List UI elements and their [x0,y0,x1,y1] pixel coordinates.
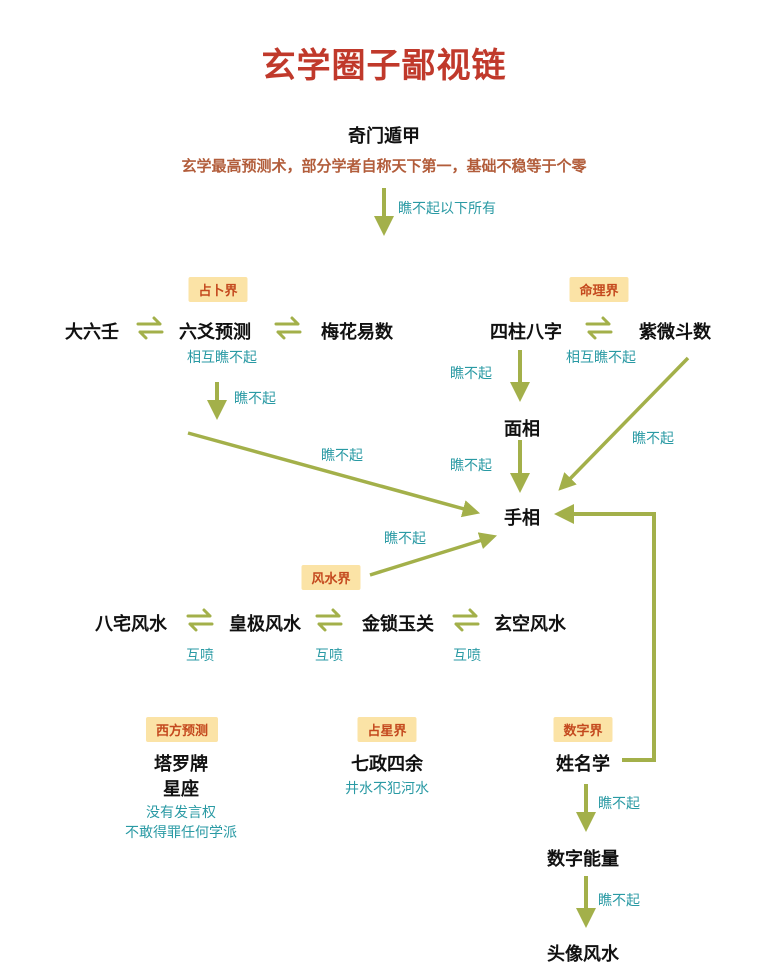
node-jinsuo: 金锁玉关 [362,614,434,635]
badge-fengshui: 风水界 [301,565,361,590]
node-avatar-fengshui: 头像风水 [547,944,619,965]
western-desc-2: 不敢得罪任何学派 [125,825,237,841]
face-to-palm-label: 瞧不起 [450,458,492,474]
destiny-mutual-label: 相互瞧不起 [566,350,636,366]
node-ziwei: 紫微斗数 [639,322,711,343]
fengshui-pair-label-2: 互喷 [315,648,343,664]
node-liuyao: 六爻预测 [179,322,251,343]
divination-down-label: 瞧不起 [234,391,276,407]
swap-huangji-jinsuo [315,608,343,632]
node-huangji: 皇极风水 [229,614,301,635]
numerology-label-1: 瞧不起 [598,796,640,812]
node-palm: 手相 [504,508,540,529]
astrology-desc: 井水不犯河水 [345,781,429,797]
swap-liuyao-meihua [274,316,302,340]
divination-mutual-label: 相互瞧不起 [187,350,257,366]
western-desc-1: 没有发言权 [146,805,216,821]
arrow-fengshui-palm [369,532,498,577]
node-name-study: 姓名学 [556,754,610,775]
fengshui-pair-label-1: 互喷 [186,648,214,664]
badge-divination: 占卜界 [188,277,248,302]
edge-label-qimen: 瞧不起以下所有 [398,201,496,217]
arrow-ziwei-palm [558,356,690,491]
destiny-to-face-label: 瞧不起 [450,366,492,382]
node-daliuren: 大六壬 [65,322,119,343]
fengshui-pair-label-3: 互喷 [453,648,481,664]
node-face: 面相 [504,419,540,440]
node-tarot: 塔罗牌 [154,754,208,775]
swap-sizhu-ziwei [585,316,613,340]
fengshui-to-palm-label: 瞧不起 [384,531,426,547]
qimen-description: 玄学最高预测术，部分学者自称天下第一，基础不稳等于个零 [181,157,587,175]
badge-numerology: 数字界 [553,717,613,742]
divination-to-palm-label: 瞧不起 [321,448,363,464]
ziwei-to-palm-label: 瞧不起 [632,431,674,447]
node-qimen: 奇门遁甲 [348,126,420,147]
node-qizheng: 七政四余 [351,754,423,775]
badge-western: 西方预测 [145,717,219,742]
badge-astrology: 占星界 [357,717,417,742]
node-zodiac: 星座 [163,779,199,800]
node-sizhu: 四柱八字 [490,322,562,343]
badge-destiny: 命理界 [569,277,629,302]
numerology-label-2: 瞧不起 [598,893,640,909]
arrow-name-palm [554,504,656,762]
swap-jinsuo-xuankong [452,608,480,632]
node-number-energy: 数字能量 [547,849,619,870]
page-title: 玄学圈子鄙视链 [261,46,507,86]
swap-bazhai-huangji [186,608,214,632]
node-bazhai: 八宅风水 [95,614,167,635]
swap-daliuren-liuyao [136,316,164,340]
arrow-divination-palm [187,431,481,518]
node-xuankong: 玄空风水 [494,614,566,635]
node-meihua: 梅花易数 [321,322,393,343]
